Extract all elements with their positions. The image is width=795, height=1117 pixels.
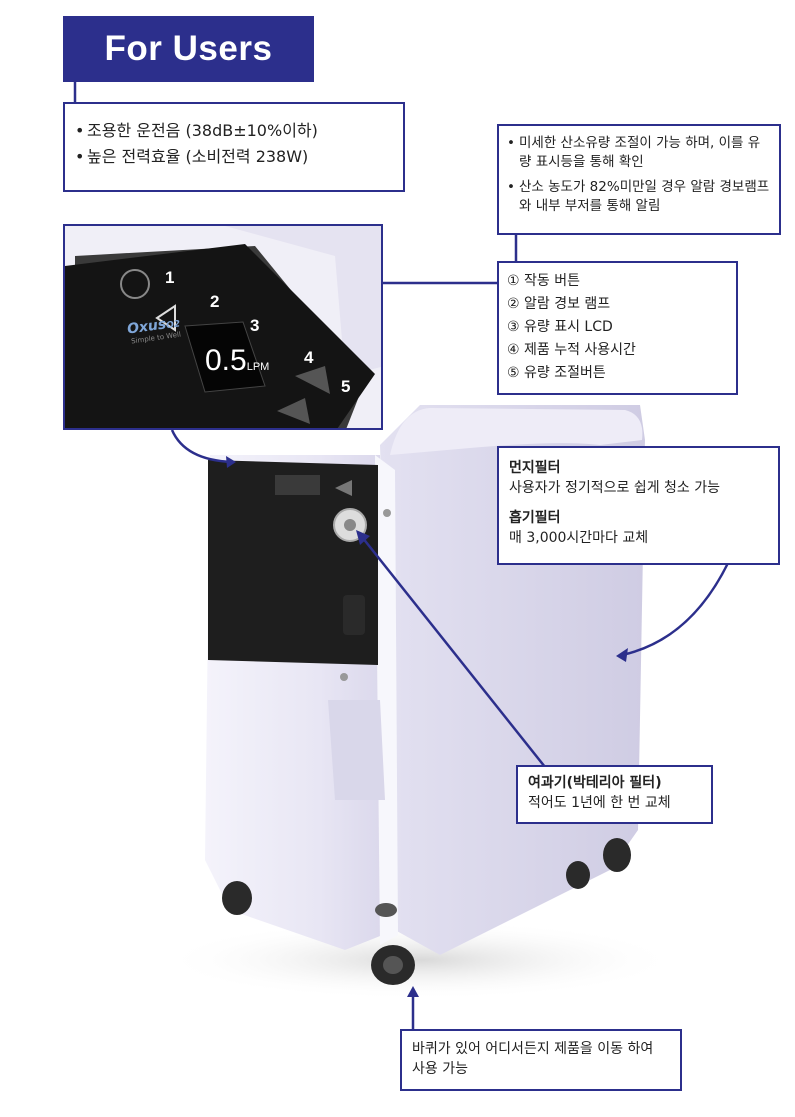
lcd-value: 0.5LPM — [205, 344, 270, 377]
controls-legend: ① 작동 버튼 ② 알람 경보 램프 ③ 유량 표시 LCD ④ 제품 누적 사… — [497, 261, 738, 395]
flow-up-button — [295, 366, 330, 394]
dust-filter-title: 먼지필터 — [509, 460, 561, 476]
bacteria-filter-callout: 여과기(박테리아 필터) 적어도 1년에 한 번 교체 — [516, 765, 713, 824]
control-panel-zoom: OxusO2 Simple to Well 0.5LPM 1 2 3 4 5 — [63, 224, 383, 430]
marker-4: 4 — [304, 348, 314, 367]
wheels-callout: 바퀴가 있어 어디서든지 제품을 이동 하여 사용 가능 — [400, 1029, 682, 1091]
dust-filter-desc: 사용자가 정기적으로 쉽게 청소 가능 — [509, 480, 720, 496]
wheel-back-right — [603, 838, 631, 872]
lcd-screen — [184, 321, 266, 393]
bacteria-filter-desc: 적어도 1년에 한 번 교체 — [528, 795, 671, 811]
device-lcd — [275, 475, 320, 495]
marker-1: 1 — [165, 268, 175, 287]
legend-item: ③ 유량 표시 LCD — [507, 319, 613, 335]
legend-item: ⑤ 유량 조절버튼 — [507, 365, 606, 381]
wheels-desc: 바퀴가 있어 어디서든지 제품을 이동 하여 사용 가능 — [412, 1041, 654, 1077]
features-callout: 조용한 운전음 (38dB±10%이하) 높은 전력효율 (소비전력 238W) — [63, 102, 405, 192]
marker-5: 5 — [341, 377, 351, 396]
bacteria-filter-title: 여과기(박테리아 필터) — [528, 775, 662, 791]
flow-down-button — [277, 398, 310, 424]
marker-3: 3 — [250, 316, 260, 335]
legend-item: ② 알람 경보 램프 — [507, 296, 611, 312]
intake-filter-desc: 매 3,000시간마다 교체 — [509, 530, 649, 546]
device-handle — [390, 408, 643, 455]
feature-item: 높은 전력효율 (소비전력 238W) — [75, 144, 393, 170]
marker-2: 2 — [210, 292, 220, 311]
flow-notes-callout: 미세한 산소유량 조절이 가능 하며, 이를 유량 표시등을 통해 확인 산소 … — [497, 124, 781, 235]
flow-note-item: 미세한 산소유량 조절이 가능 하며, 이를 유량 표시등을 통해 확인 — [507, 134, 771, 172]
floor-shadow — [160, 920, 680, 1000]
feature-item: 조용한 운전음 (38dB±10%이하) — [75, 118, 393, 144]
power-button-icon — [120, 269, 150, 299]
page-title: For Users — [63, 16, 314, 82]
legend-item: ④ 제품 누적 사용시간 — [507, 342, 636, 358]
device-control-panel — [208, 460, 378, 665]
intake-filter-title: 흡기필터 — [509, 510, 561, 526]
wheel-front-left — [222, 881, 252, 915]
legend-item: ① 작동 버튼 — [507, 273, 580, 289]
alarm-lamp-icon — [155, 304, 176, 332]
flow-note-item: 산소 농도가 82%미만일 경우 알람 경보램프와 내부 부저를 통해 알림 — [507, 178, 771, 216]
filter-callout: 먼지필터 사용자가 정기적으로 쉽게 청소 가능 흡기필터 매 3,000시간마… — [497, 446, 780, 565]
